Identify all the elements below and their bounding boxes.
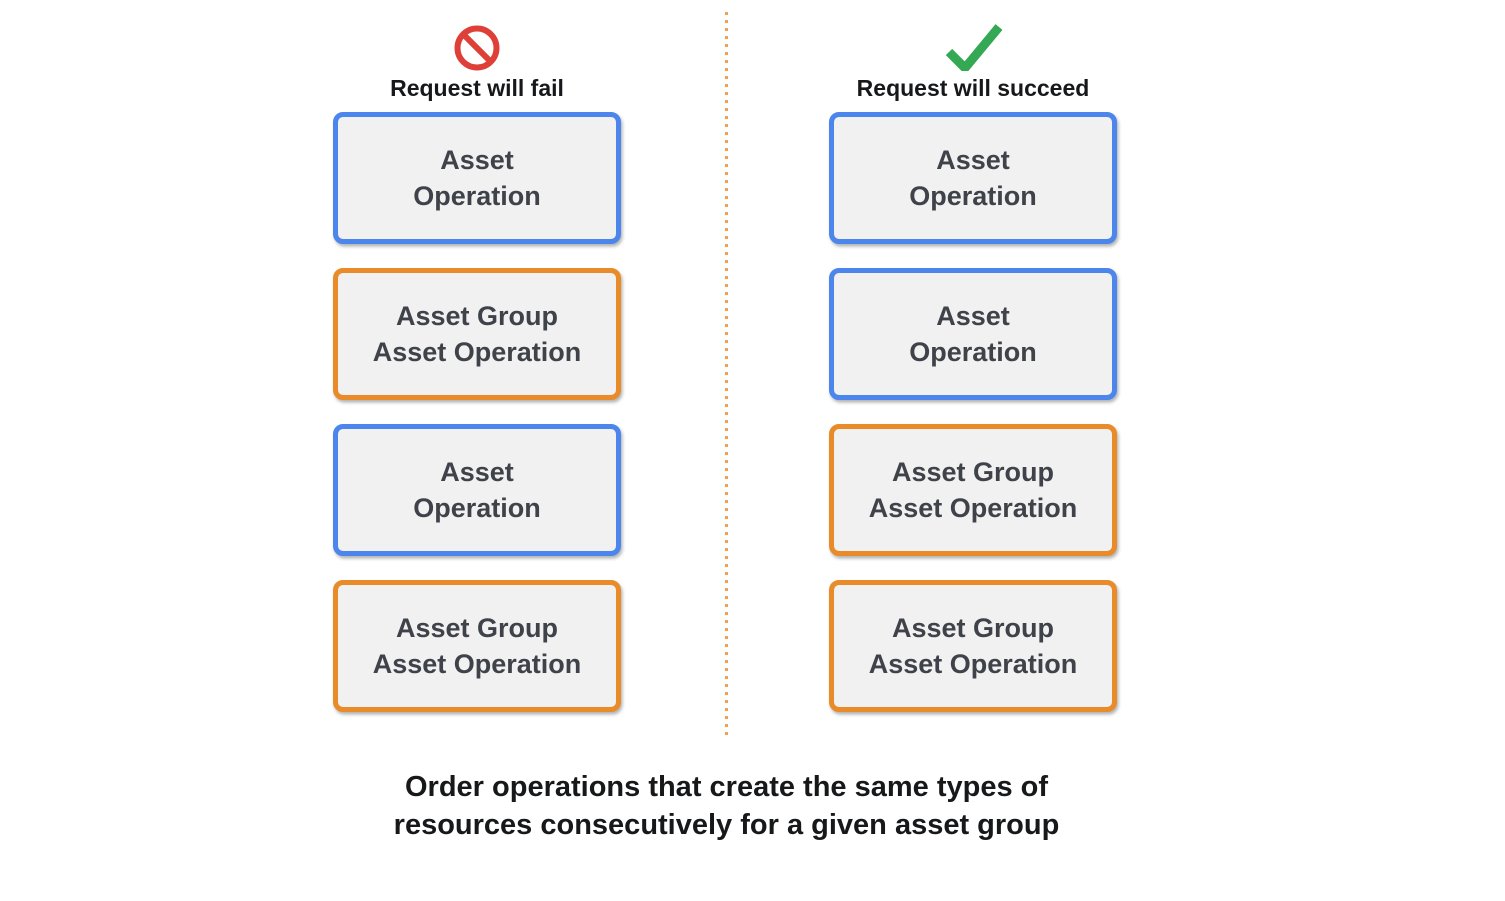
prohibition-icon [454,25,500,71]
caption-line: resources consecutively for a given asse… [393,809,1060,841]
asset-group-asset-operation-box: Asset Group Asset Operation [829,424,1117,556]
fail-column: Request will fail Asset Operation Asset … [333,16,621,736]
asset-operation-box: Asset Operation [333,112,621,244]
box-label: Asset Group Asset Operation [869,454,1078,526]
box-label: Asset Group Asset Operation [373,298,582,370]
box-label-line: Operation [909,337,1037,367]
succeed-column-header: Request will succeed [829,16,1117,112]
box-label-line: Asset Group [395,301,559,331]
caption: Order operations that create the same ty… [0,768,1453,844]
box-label-line: Asset [936,145,1010,175]
divider-dotted-line [725,12,728,740]
box-label-line: Asset Group [891,457,1055,487]
asset-group-asset-operation-box: Asset Group Asset Operation [333,268,621,400]
box-label-line: Asset [440,457,514,487]
succeed-column: Request will succeed Asset Operation Ass… [829,16,1117,736]
asset-group-asset-operation-box: Asset Group Asset Operation [829,580,1117,712]
box-label: Asset Operation [909,298,1037,370]
box-label: Asset Group Asset Operation [373,610,582,682]
box-label-line: Asset Operation [868,649,1078,679]
asset-operation-box: Asset Operation [829,268,1117,400]
box-label-line: Asset Group [395,613,559,643]
box-label-line: Asset [936,301,1010,331]
checkmark-icon [943,23,1003,71]
box-label-line: Operation [413,181,541,211]
box-label-line: Asset Operation [868,493,1078,523]
box-label: Asset Group Asset Operation [869,610,1078,682]
box-label-line: Operation [413,493,541,523]
asset-group-asset-operation-box: Asset Group Asset Operation [333,580,621,712]
box-label-line: Asset Operation [372,649,582,679]
box-label: Asset Operation [413,454,541,526]
succeed-column-title: Request will succeed [856,75,1090,101]
box-label-line: Operation [909,181,1037,211]
box-label: Asset Operation [413,142,541,214]
fail-column-title: Request will fail [390,75,564,101]
asset-operation-box: Asset Operation [333,424,621,556]
box-label-line: Asset [440,145,514,175]
caption-line: Order operations that create the same ty… [404,771,1049,803]
asset-operation-box: Asset Operation [829,112,1117,244]
box-label-line: Asset Group [891,613,1055,643]
box-label-line: Asset Operation [372,337,582,367]
box-label: Asset Operation [909,142,1037,214]
fail-column-header: Request will fail [333,16,621,112]
